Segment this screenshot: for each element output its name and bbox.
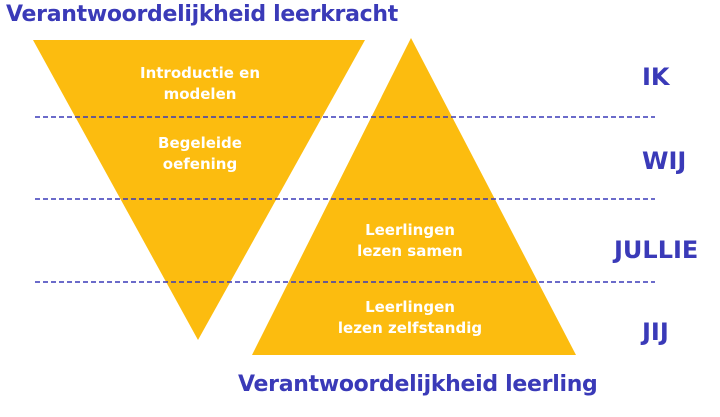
teacher-triangle	[33, 40, 365, 340]
pronoun-ik: IK	[642, 63, 670, 91]
step-guided-practice: Begeleide oefening	[158, 134, 242, 173]
title-student-responsibility: Verantwoordelijkheid leerling	[238, 372, 598, 397]
pronoun-jij: JIJ	[642, 318, 669, 346]
step-students-read-independently: Leerlingen lezen zelfstandig	[337, 298, 483, 337]
step-students-read-together: Leerlingen lezen samen	[357, 221, 463, 260]
pronoun-jullie: JULLIE	[614, 236, 699, 264]
student-triangle	[252, 38, 576, 355]
pronoun-wij: WIJ	[642, 147, 687, 175]
title-teacher-responsibility: Verantwoordelijkheid leerkracht	[6, 2, 398, 27]
step-introduction-modeling: Introductie en modelen	[140, 64, 260, 103]
